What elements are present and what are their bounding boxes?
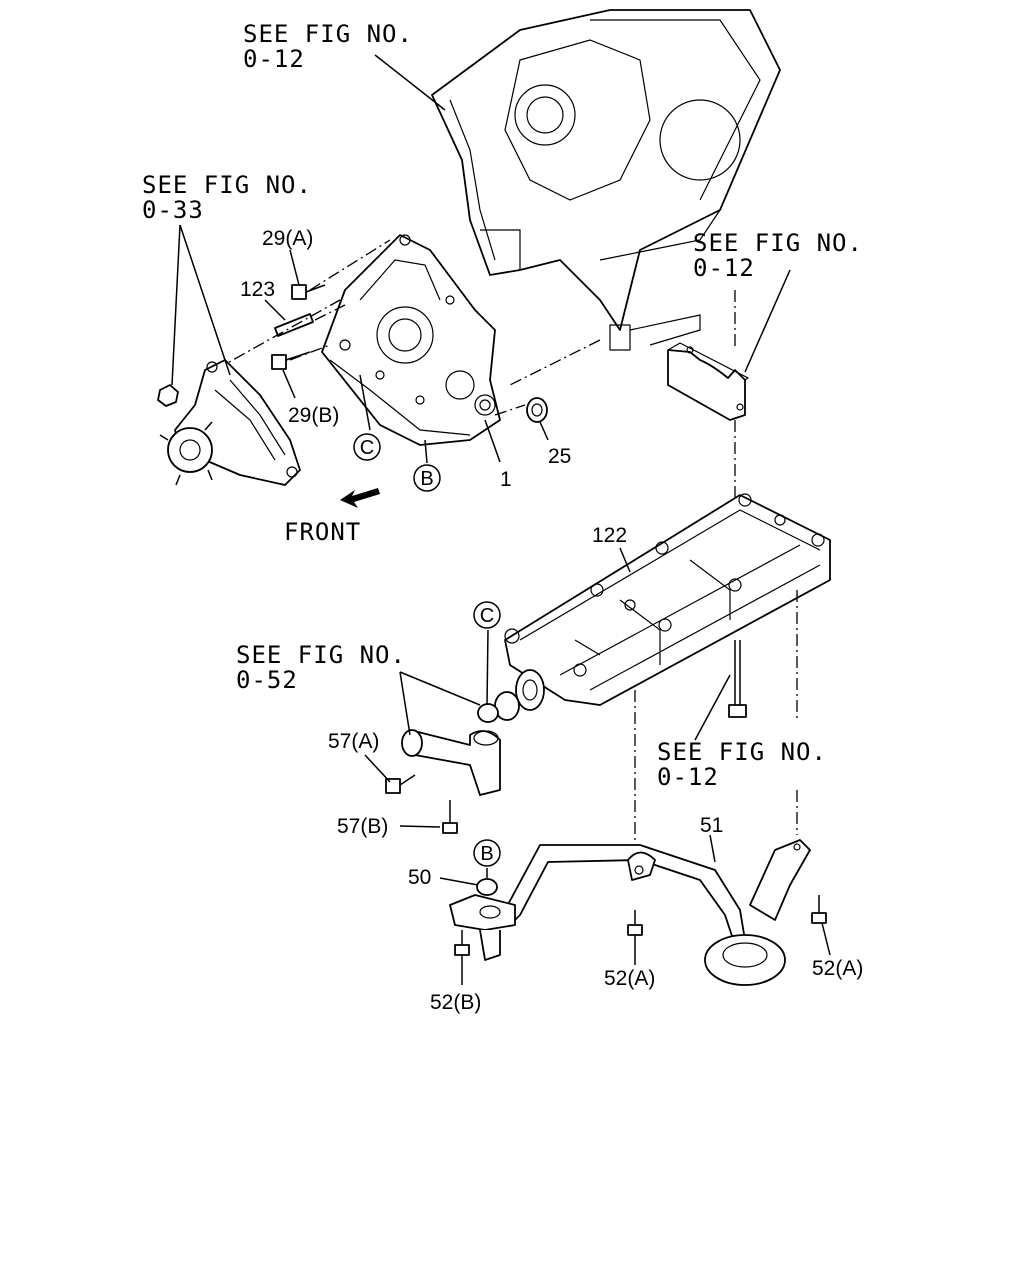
bolt-57b	[442, 800, 458, 834]
callout-25: 25	[548, 445, 571, 468]
leader-lines	[171, 54, 831, 985]
callout-50: 50	[408, 866, 431, 889]
callout-29a: 29(A)	[262, 227, 313, 250]
circle-mark-b2: B	[473, 839, 501, 867]
fan-hub	[157, 359, 301, 486]
callout-52a-left: 52(A)	[604, 967, 655, 990]
circle-mark-c2: C	[473, 601, 501, 629]
bolt-29a	[291, 284, 326, 300]
ladder-frame-122	[504, 493, 831, 711]
ref-fig-0-12-right-line1: SEE FIG NO.	[693, 229, 863, 257]
callout-52b: 52(B)	[430, 991, 481, 1014]
front-arrow-icon	[340, 488, 380, 508]
front-label: FRONT	[284, 518, 361, 546]
svg-text:B: B	[420, 468, 433, 490]
ref-fig-0-12-top-line1: SEE FIG NO.	[243, 20, 413, 48]
seal-25	[526, 397, 548, 423]
callout-1: 1	[500, 468, 512, 491]
oil-strainer-51	[449, 839, 811, 986]
callout-52a-right: 52(A)	[812, 957, 863, 980]
bolt-52a-right	[811, 895, 827, 924]
callout-29b: 29(B)	[288, 404, 339, 427]
svg-text:C: C	[480, 605, 494, 627]
bolt-long	[728, 640, 747, 718]
bolt-52a-left	[627, 910, 643, 936]
bearing-cap	[667, 342, 750, 421]
ref-fig-0-52-line2: 0-52	[236, 666, 298, 694]
oil-pipe	[401, 729, 501, 796]
bolt-52b	[454, 930, 470, 956]
circle-mark-b1: B	[413, 464, 441, 492]
svg-text:C: C	[360, 437, 374, 459]
stud-123	[274, 313, 314, 337]
ref-fig-0-12-right-line2: 0-12	[693, 254, 755, 282]
o-ring-seal	[477, 691, 520, 723]
ref-fig-0-33-line2: 0-33	[142, 196, 204, 224]
ref-fig-0-12-lower-line1: SEE FIG NO.	[657, 738, 827, 766]
callout-57b: 57(B)	[337, 815, 388, 838]
callout-122: 122	[592, 524, 627, 547]
svg-text:B: B	[480, 843, 493, 865]
callout-51: 51	[700, 814, 723, 837]
bolt-57a	[385, 774, 416, 794]
ref-fig-0-52-line1: SEE FIG NO.	[236, 641, 406, 669]
gasket-50	[476, 878, 498, 896]
ref-fig-0-33-line1: SEE FIG NO.	[142, 171, 312, 199]
ref-fig-0-12-lower-line2: 0-12	[657, 763, 719, 791]
oil-pump-cover	[321, 234, 501, 446]
callout-123: 123	[240, 278, 275, 301]
circle-mark-c1: C	[353, 433, 381, 461]
callout-57a: 57(A)	[328, 730, 379, 753]
engine-block	[431, 9, 781, 386]
bolt-29b	[271, 351, 311, 370]
ref-fig-0-12-top-line2: 0-12	[243, 45, 305, 73]
